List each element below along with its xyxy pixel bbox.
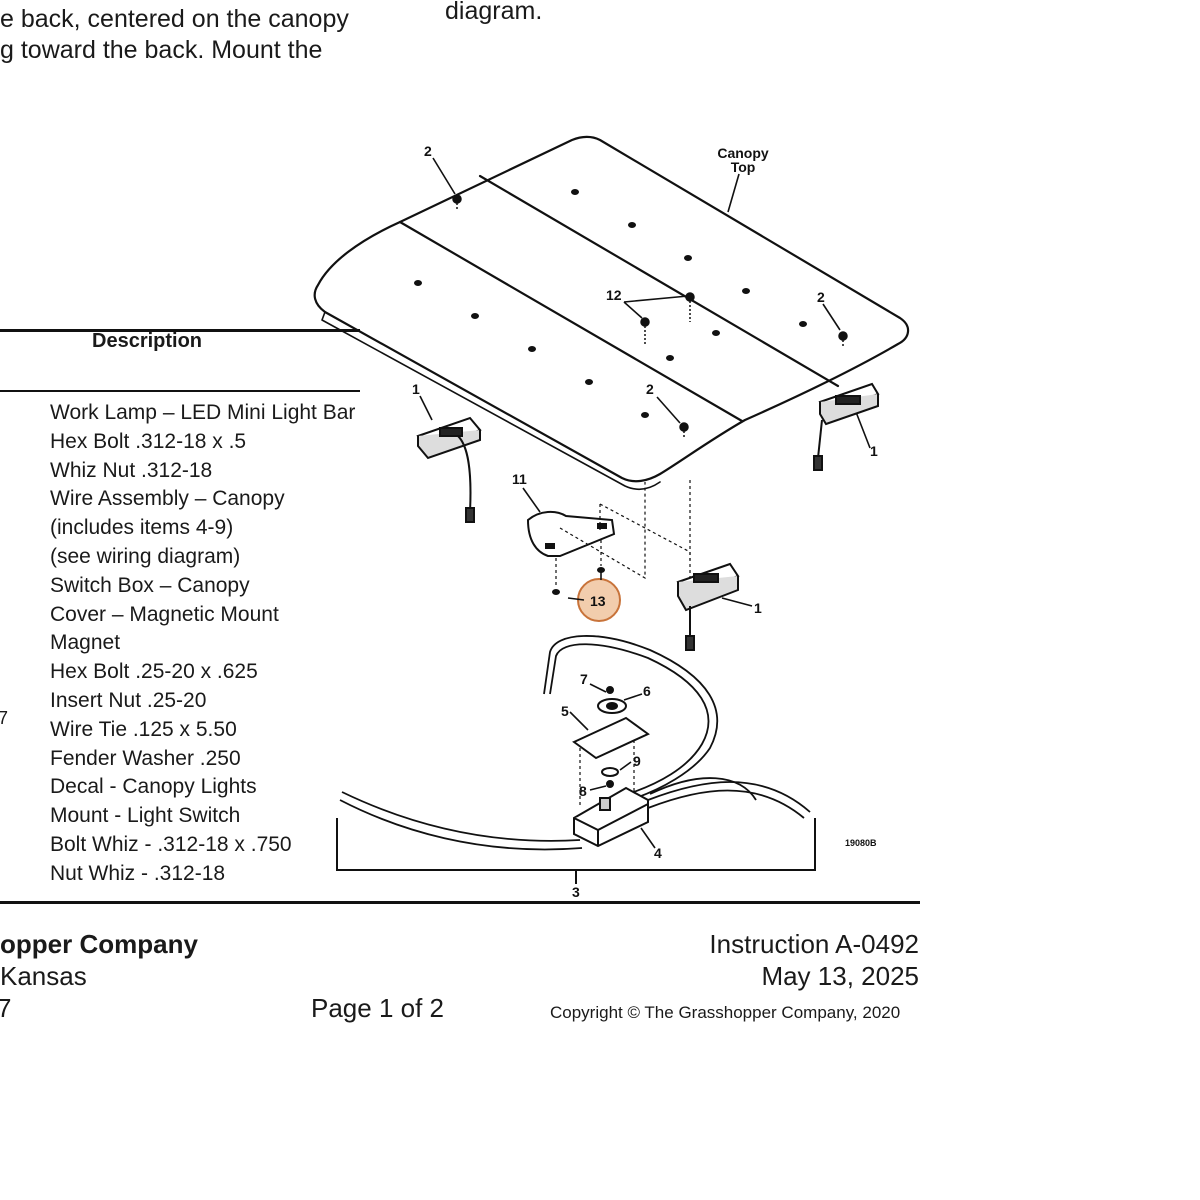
callout-5: 5 [561,703,569,719]
document-date: May 13, 2025 [761,961,919,991]
table-top-rule [0,329,360,332]
list-item: Insert Nut .25-20 [50,688,207,712]
intro-line-2: g toward the back. Mount the [0,36,323,64]
figure-id: 19080B [845,838,877,848]
callout-3: 3 [572,884,580,900]
list-item: Fender Washer .250 [50,746,241,770]
list-item: Whiz Nut .312-18 [50,458,213,482]
callout-9: 9 [633,753,641,769]
canopy-seam-2 [478,174,840,388]
callout-2: 2 [817,289,825,305]
canopy-seam-1 [398,220,744,423]
callout-8: 8 [579,783,587,799]
canopy-top-outline [313,135,910,483]
table-header-rule [0,390,360,392]
list-item: (see wiring diagram) [50,544,241,568]
list-item: Switch Box – Canopy [50,573,250,597]
callout-1: 1 [412,381,420,397]
list-item: (includes items 4-9) [50,516,234,540]
list-item: Nut Whiz - .312-18 [50,861,226,885]
canopy-label-top: Top [731,159,756,175]
left-edge-mark: 7 [0,708,9,728]
callout-7: 7 [580,671,588,687]
callout-1: 1 [870,443,878,459]
instruction-number: Instruction A-0492 [709,929,919,959]
canopy-holes [414,189,807,418]
switch-cover [572,686,650,788]
callout-4: 4 [654,845,662,861]
company-name: opper Company [0,929,198,959]
list-item: Cover – Magnetic Mount [50,602,279,626]
item-3-bracket [336,818,816,884]
copyright-notice: Copyright © The Grasshopper Company, 202… [550,1003,901,1022]
intro-line-1: e back, centered on the canopy [0,5,349,33]
wire-harness [339,635,811,851]
list-item: Hex Bolt .25-20 x .625 [50,660,258,684]
canopy-label: Canopy [717,145,769,161]
light-bar-lower [676,562,740,651]
description-header: Description [92,330,203,352]
light-bar-left [416,416,482,523]
company-location: Kansas [0,961,87,991]
page-number: Page 1 of 2 [311,993,444,1023]
nuts [552,567,605,595]
list-item: Wire Assembly – Canopy [50,487,285,511]
switch-box [573,786,649,848]
list-item: Mount - Light Switch [50,804,241,828]
list-item: Wire Tie .125 x 5.50 [50,717,237,741]
callout-2: 2 [424,143,432,159]
list-item: Work Lamp – LED Mini Light Bar [50,401,356,424]
callout-12: 12 [606,287,622,303]
callout-6: 6 [643,683,651,699]
callout-11: 11 [512,471,527,487]
list-item: Hex Bolt .312-18 x .5 [50,429,247,453]
bolts [452,194,848,439]
callout-2: 2 [646,381,654,397]
parts-list: Work Lamp – LED Mini Light Bar Hex Bolt … [50,399,355,889]
footer-left-fragment: 7 [0,993,12,1023]
footer-rule [0,901,920,904]
intro-right-line: diagram. [445,0,543,25]
callout-1: 1 [754,600,762,616]
list-item: Magnet [50,631,121,655]
callout-13: 13 [590,593,606,609]
list-item: Bolt Whiz - .312-18 x .750 [50,832,292,856]
light-bar-right [813,382,880,471]
list-item: Decal - Canopy Lights [50,775,257,799]
